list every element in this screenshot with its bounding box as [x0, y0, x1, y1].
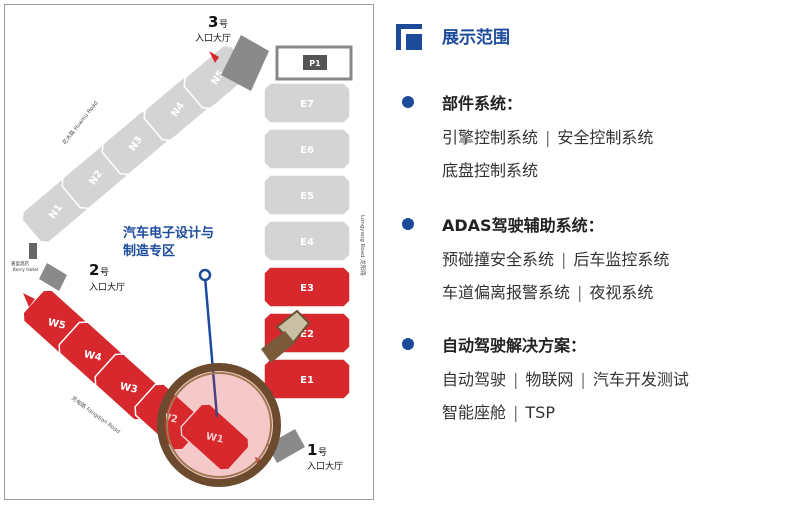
- hall-e4-label: E4: [300, 237, 314, 248]
- zone-title-line-1: 汽车电子设计与: [123, 225, 214, 241]
- hall-w3-label: W3: [119, 381, 139, 396]
- parking-outline: [275, 45, 353, 81]
- category-bullet: [402, 338, 414, 350]
- zone-title-line-2: 制造专区: [123, 243, 175, 259]
- item-separator: |: [545, 128, 551, 147]
- category-item: 汽车开发测试: [592, 370, 689, 389]
- category-item: 后车监控系统: [573, 250, 670, 269]
- entrance-3-block: [221, 35, 269, 91]
- item-separator: |: [580, 370, 586, 389]
- entrance-2-block: [39, 263, 67, 291]
- category-items-line: 自动驾驶 | 物联网 | 汽车开发测试: [442, 366, 689, 390]
- category-item: 底盘控制系统: [442, 161, 539, 180]
- hall-e3-shape: [263, 266, 351, 308]
- hotel-icon: [29, 243, 37, 259]
- category-title: 自动驾驶解决方案：: [442, 336, 587, 355]
- hall-e4-shape: [263, 220, 351, 262]
- item-separator: |: [561, 250, 567, 269]
- magnifier-icon: [157, 309, 311, 487]
- hall-e6: E6: [263, 128, 351, 170]
- hall-e5-shape: [263, 174, 351, 216]
- hall-e6-label: E6: [300, 145, 314, 156]
- item-separator: |: [513, 403, 519, 422]
- category-item: 引擎控制系统: [442, 128, 539, 147]
- category-item: 物联网: [525, 370, 574, 389]
- hall-w5-label: W5: [47, 317, 67, 332]
- category-title: ADAS驾驶辅助系统：: [442, 216, 604, 235]
- entrance-1-block: [267, 429, 305, 463]
- entrance-2-number: 2: [89, 261, 99, 279]
- entrance-1-suffix: 号: [318, 447, 327, 458]
- hall-e4: E4: [263, 220, 351, 262]
- category-items-line: 引擎控制系统 | 安全控制系统: [442, 124, 653, 148]
- road-huamu: 花木路 Huamu Road: [60, 99, 99, 146]
- section-icon: [396, 24, 422, 50]
- category-item: TSP: [525, 403, 555, 422]
- hall-e1-label: E1: [300, 375, 314, 386]
- category-bullet: [402, 218, 414, 230]
- hall-w1: W1: [180, 403, 250, 471]
- category-item: 预碰撞安全系统: [442, 250, 555, 269]
- entrance-1-label: 入口大厅: [307, 460, 343, 472]
- exhibit-scope-panel: 展示范围 部件系统： 引擎控制系统 | 安全控制系统底盘控制系统 ADAS驾驶辅助系统：…: [390, 14, 786, 494]
- hall-e5: E5: [263, 174, 351, 216]
- entrance-3-number: 3: [208, 13, 218, 31]
- category-item: 智能座舱: [442, 403, 507, 422]
- hall-w1-shape: [180, 403, 250, 471]
- parking-block: [303, 55, 327, 70]
- hall-e7-label: E7: [300, 99, 314, 110]
- hall-e7: E7: [263, 82, 351, 124]
- hall-e7-shape: [263, 82, 351, 124]
- entrance-1-number: 1: [307, 441, 317, 459]
- hall-e2-label: E2: [300, 329, 314, 340]
- category-bullet: [402, 96, 414, 108]
- road-longyang: Longyang Road 龙阳路: [359, 215, 367, 276]
- category-title: 部件系统：: [442, 94, 523, 113]
- category-item: 安全控制系统: [557, 128, 654, 147]
- entrance-3-arrow: [209, 51, 219, 63]
- entrance-2-suffix: 号: [100, 267, 109, 278]
- entrance-2-label: 入口大厅: [89, 281, 125, 293]
- category-items-line: 预碰撞安全系统 | 后车监控系统: [442, 246, 669, 270]
- parking-label: P1: [309, 59, 321, 68]
- pointer-dot: [198, 268, 212, 282]
- pointer-line: [203, 276, 219, 418]
- category-item: 自动驾驶: [442, 370, 507, 389]
- hall-w4-label: W4: [83, 349, 103, 364]
- section-title: 展示范围: [442, 28, 510, 48]
- category-items-line: 车道偏离报警系统 | 夜视系统: [442, 279, 653, 303]
- item-separator: |: [577, 283, 583, 302]
- entrance-3-label: 入口大厅: [195, 32, 231, 44]
- hall-e6-shape: [263, 128, 351, 170]
- hotel-name-en: Kerry Hotel: [13, 267, 38, 273]
- category-item: 夜视系统: [589, 283, 654, 302]
- category-item: 车道偏离报警系统: [442, 283, 571, 302]
- hotel-name-cn: 嘉里酒店: [11, 260, 29, 267]
- hall-e1-shape: [263, 358, 351, 400]
- item-separator: |: [513, 370, 519, 389]
- hall-e3-label: E3: [300, 283, 314, 294]
- category-items-line: 智能座舱 | TSP: [442, 399, 555, 423]
- hall-e1: E1: [263, 358, 351, 400]
- entrance-3-suffix: 号: [219, 19, 228, 30]
- hall-e3: E3: [263, 266, 351, 308]
- hall-e5-label: E5: [300, 191, 314, 202]
- hall-w1-label: W1: [205, 431, 225, 446]
- entrance-2-arrow: [23, 293, 35, 307]
- category-items-line: 底盘控制系统: [442, 157, 538, 181]
